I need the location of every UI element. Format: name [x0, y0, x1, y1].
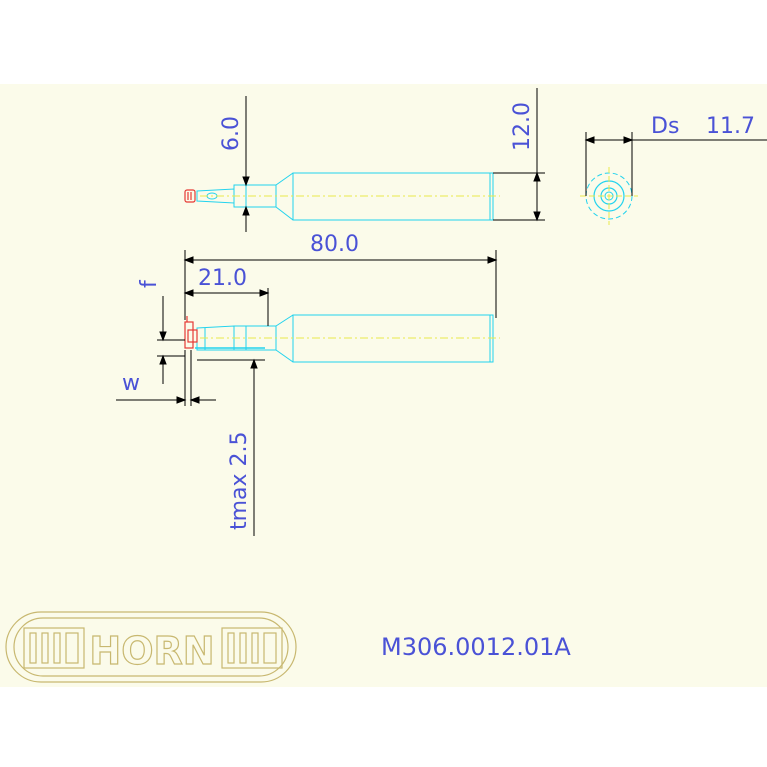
dimension-ds-label: Ds	[651, 114, 679, 139]
dimension-12	[493, 88, 545, 222]
dimension-tmax	[197, 358, 265, 536]
dimension-w	[116, 350, 216, 406]
dimension-21	[183, 288, 270, 326]
end-view	[580, 167, 638, 225]
dimension-f	[157, 296, 185, 384]
ph-mark-right	[221, 627, 283, 669]
dimension-ds-value: 11.7	[706, 114, 755, 139]
dimension-tmax-label: tmax 2.5	[227, 431, 252, 530]
dimension-80	[183, 250, 498, 320]
ph-mark-left	[23, 627, 85, 669]
dimension-6	[242, 96, 250, 232]
dimension-6-label: 6.0	[219, 116, 244, 151]
dimension-ds	[584, 132, 767, 196]
drawing-background	[0, 84, 767, 687]
dimension-21-label: 21.0	[198, 266, 247, 291]
dimension-80-label: 80.0	[310, 232, 359, 257]
dimension-f-label: f	[137, 279, 162, 288]
dimension-w-label: w	[122, 371, 140, 396]
side-view-insert	[184, 316, 198, 349]
top-view-insert	[184, 189, 196, 203]
part-number: M306.0012.01A	[381, 633, 571, 661]
dimension-12-label: 12.0	[510, 102, 535, 151]
horn-logo	[5, 611, 297, 683]
horn-logo-text: HORN	[89, 629, 214, 673]
